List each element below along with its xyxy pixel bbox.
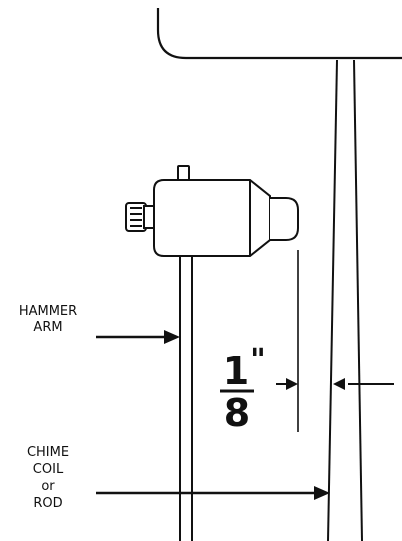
chime-arrow — [96, 486, 330, 500]
chime-housing — [156, 8, 402, 60]
gap-arrow-right — [333, 378, 394, 390]
chime-label-line-2: COIL — [33, 462, 64, 477]
hammer-arm-label-line-2: ARM — [33, 320, 62, 335]
chime-rod-right-edge — [353, 59, 363, 541]
hammer-arm-label-line-1: HAMMER — [19, 304, 77, 319]
hammer-arm-arrow — [96, 330, 180, 344]
gap-arrow-left — [276, 378, 298, 390]
chime-label-line-1: CHIME — [27, 445, 69, 460]
gap-denominator: 8 — [224, 391, 250, 435]
gap-numerator: 1 — [223, 349, 249, 393]
chime-rod-left-edge — [327, 59, 338, 541]
gap-unit: " — [250, 343, 266, 378]
chime-label-line-3: or — [41, 479, 55, 494]
hammer-head — [125, 165, 299, 257]
chime-label-line-4: ROD — [33, 496, 62, 511]
